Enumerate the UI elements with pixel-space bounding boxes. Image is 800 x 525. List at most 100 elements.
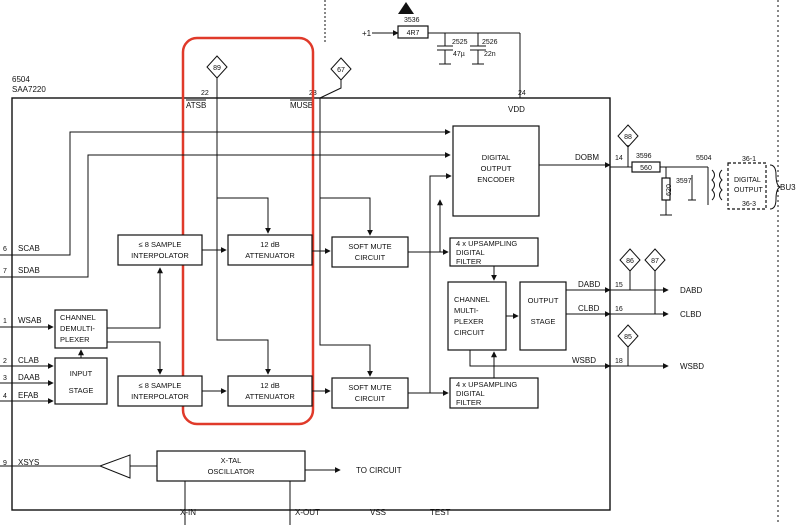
pin-musb: MUSB <box>290 101 313 110</box>
digital-output-encoder: DIGITAL OUTPUT ENCODER <box>452 125 540 217</box>
svg-text:ENCODER: ENCODER <box>477 175 515 184</box>
svg-text:CLBD: CLBD <box>578 304 600 313</box>
svg-text:DIGITAL: DIGITAL <box>482 153 511 162</box>
cap-2525-val: 47µ <box>453 51 465 58</box>
pin-24: 24 <box>518 90 526 97</box>
cap-2526-val: 22n <box>484 51 496 58</box>
svg-text:4 x UPSAMPLING: 4 x UPSAMPLING <box>456 239 517 248</box>
svg-text:DAAB: DAAB <box>18 373 40 382</box>
svg-text:CHANNEL: CHANNEL <box>60 313 96 322</box>
svg-text:2: 2 <box>3 358 7 365</box>
warning-icon <box>398 2 414 14</box>
svg-text:X-TAL: X-TAL <box>221 456 242 465</box>
svg-text:14: 14 <box>615 155 623 162</box>
input-stage: INPUT STAGE <box>54 357 108 405</box>
svg-text:WSBD: WSBD <box>680 362 704 371</box>
marker-89-top: 89 <box>206 55 228 79</box>
upsampling-bottom: 4 x UPSAMPLING DIGITAL FILTER <box>449 377 539 409</box>
svg-text:DOBM: DOBM <box>575 153 599 162</box>
marker-87: 87 <box>644 248 666 272</box>
svg-text:620: 620 <box>666 184 673 196</box>
svg-text:XSYS: XSYS <box>18 458 39 467</box>
svg-text:1: 1 <box>3 318 7 325</box>
xtal-oscillator: X-TAL OSCILLATOR <box>156 450 306 482</box>
svg-text:X-OUT: X-OUT <box>295 508 320 517</box>
chip-label-2: SAA7220 <box>12 85 46 94</box>
svg-text:PLEXER: PLEXER <box>454 317 484 326</box>
pin-vdd: VDD <box>508 105 525 114</box>
svg-text:≤ 8 SAMPLE: ≤ 8 SAMPLE <box>139 240 182 249</box>
svg-text:4: 4 <box>3 393 7 400</box>
marker-67: 67 <box>330 57 352 81</box>
svg-text:12 dB: 12 dB <box>260 381 280 390</box>
svg-text:≤ 8 SAMPLE: ≤ 8 SAMPLE <box>139 381 182 390</box>
res-4r7: 4R7 <box>407 30 420 37</box>
svg-text:ATTENUATOR: ATTENUATOR <box>245 251 295 260</box>
svg-text:36-3: 36-3 <box>742 201 756 208</box>
svg-text:STAGE: STAGE <box>69 386 94 395</box>
svg-text:PLEXER: PLEXER <box>60 335 90 344</box>
svg-text:SCAB: SCAB <box>18 244 40 253</box>
svg-text:36-1: 36-1 <box>742 156 756 163</box>
marker-88: 88 <box>617 124 639 148</box>
svg-text:OUTPUT: OUTPUT <box>734 187 764 194</box>
svg-text:SDAB: SDAB <box>18 266 40 275</box>
svg-text:STAGE: STAGE <box>531 317 556 326</box>
svg-text:FILTER: FILTER <box>456 398 482 407</box>
svg-text:CIRCUIT: CIRCUIT <box>355 253 386 262</box>
svg-text:MULTI-: MULTI- <box>454 306 479 315</box>
pin-22: 22 <box>201 90 209 97</box>
bottom-labels: TO CIRCUIT X-IN X-OUT VSS TEST <box>180 466 451 517</box>
svg-text:OSCILLATOR: OSCILLATOR <box>208 467 255 476</box>
svg-text:7: 7 <box>3 268 7 275</box>
svg-text:FILTER: FILTER <box>456 257 482 266</box>
pin-atsb: ATSB <box>186 101 206 110</box>
svg-text:BU3: BU3 <box>780 183 796 192</box>
chip-label-1: 6504 <box>12 75 30 84</box>
svg-text:X-IN: X-IN <box>180 508 196 517</box>
svg-text:86: 86 <box>626 258 634 265</box>
svg-text:CIRCUIT: CIRCUIT <box>454 328 485 337</box>
cap-2525: 2525 <box>452 39 468 46</box>
svg-text:DIGITAL: DIGITAL <box>456 389 485 398</box>
svg-text:OUTPUT: OUTPUT <box>528 296 559 305</box>
output-stage: OUTPUT STAGE <box>519 281 567 351</box>
svg-text:INPUT: INPUT <box>70 369 93 378</box>
svg-text:DABD: DABD <box>578 280 600 289</box>
svg-text:85: 85 <box>624 334 632 341</box>
svg-text:SOFT MUTE: SOFT MUTE <box>348 383 391 392</box>
power-plus1: +1 <box>362 29 372 38</box>
svg-text:3596: 3596 <box>636 153 652 160</box>
svg-text:88: 88 <box>624 134 632 141</box>
svg-text:DEMULTI-: DEMULTI- <box>60 324 95 333</box>
left-pins: 6 SCAB 7 SDAB 1 WSAB 2 CLAB 3 DAAB 4 EFA… <box>3 244 42 467</box>
svg-text:TO CIRCUIT: TO CIRCUIT <box>356 466 402 475</box>
svg-text:CLBD: CLBD <box>680 310 702 319</box>
svg-text:3597: 3597 <box>676 178 692 185</box>
svg-text:18: 18 <box>615 358 623 365</box>
svg-text:3: 3 <box>3 375 7 382</box>
svg-text:15: 15 <box>615 282 623 289</box>
svg-text:12 dB: 12 dB <box>260 240 280 249</box>
svg-text:5504: 5504 <box>696 155 712 162</box>
svg-text:560: 560 <box>640 165 652 172</box>
svg-text:67: 67 <box>337 67 345 74</box>
marker-86: 86 <box>619 248 641 272</box>
svg-text:TEST: TEST <box>430 508 451 517</box>
svg-text:CIRCUIT: CIRCUIT <box>355 394 386 403</box>
channel-multiplexer: CHANNEL MULTI- PLEXER CIRCUIT <box>447 281 507 351</box>
marker-85: 85 <box>617 324 639 348</box>
soft-mute-bottom: SOFT MUTE CIRCUIT <box>331 377 409 409</box>
channel-demultiplexer: CHANNEL DEMULTI- PLEXER <box>54 309 108 349</box>
svg-text:CHANNEL: CHANNEL <box>454 295 490 304</box>
svg-text:EFAB: EFAB <box>18 391 38 400</box>
interpolator-top: ≤ 8 SAMPLE INTERPOLATOR <box>117 234 203 266</box>
svg-text:OUTPUT: OUTPUT <box>481 164 512 173</box>
svg-text:4 x UPSAMPLING: 4 x UPSAMPLING <box>456 380 517 389</box>
upsampling-top: 4 x UPSAMPLING DIGITAL FILTER <box>449 237 539 267</box>
svg-text:WSBD: WSBD <box>572 356 596 365</box>
ic-outline <box>11 97 611 511</box>
svg-text:16: 16 <box>615 306 623 313</box>
svg-text:WSAB: WSAB <box>18 316 42 325</box>
wires <box>0 98 611 525</box>
